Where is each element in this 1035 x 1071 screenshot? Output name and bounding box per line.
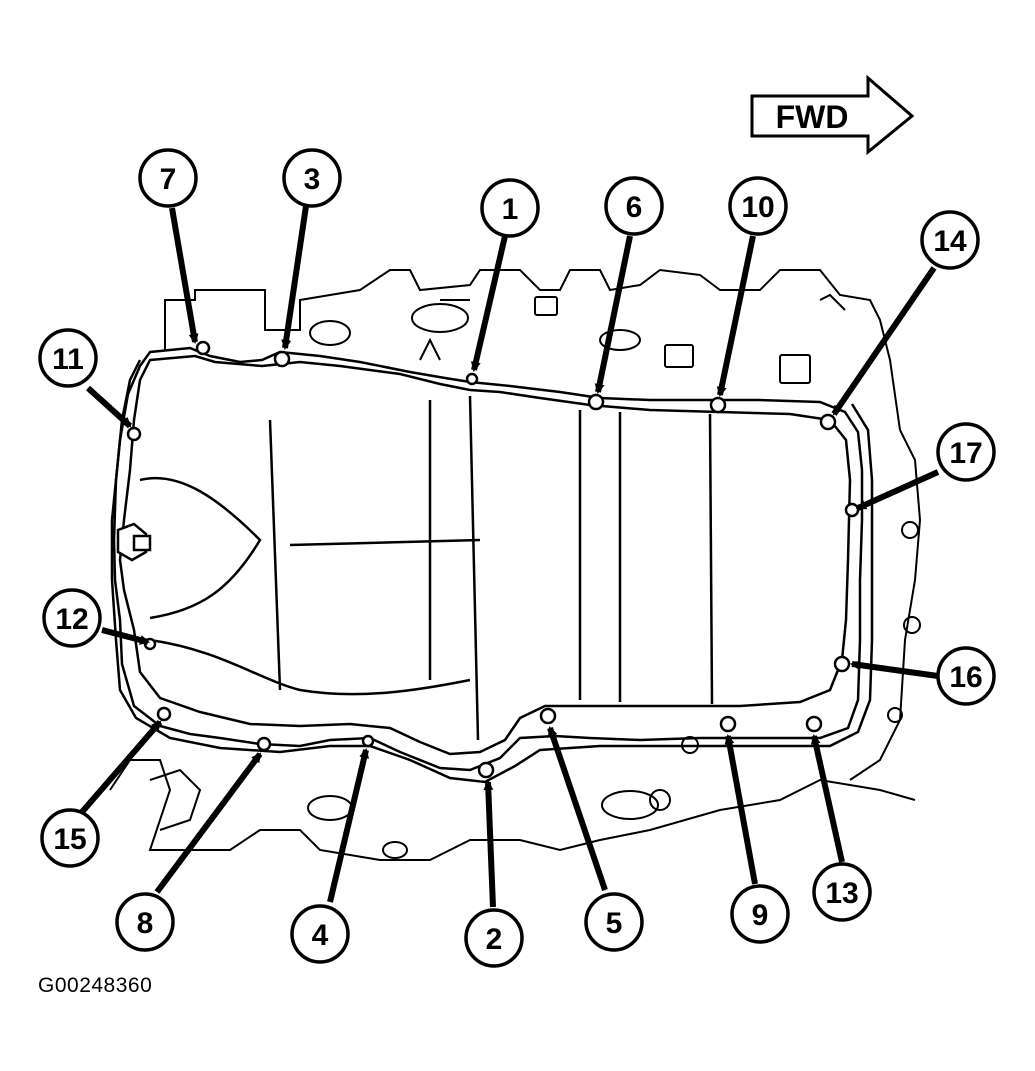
callout-label-15: 15 — [53, 823, 86, 856]
callout-circle-5 — [584, 892, 644, 952]
callout-label-3: 3 — [304, 163, 321, 196]
leader-8 — [154, 752, 263, 894]
callout-label-9: 9 — [752, 899, 769, 932]
leader-3 — [281, 205, 309, 350]
callout-label-17: 17 — [949, 437, 982, 470]
callout-circle-2 — [464, 908, 524, 968]
bolt-7 — [195, 340, 211, 356]
leader-9 — [724, 734, 758, 885]
bolt-8 — [256, 736, 272, 752]
callout-circle-1 — [480, 178, 540, 238]
callout-label-6: 6 — [626, 191, 643, 224]
callout-label-4: 4 — [312, 919, 329, 952]
callout-circles — [38, 148, 996, 968]
callout-circle-12 — [42, 588, 102, 648]
callout-label-10: 10 — [741, 191, 774, 224]
forward-direction-arrow: FWD — [750, 74, 915, 156]
engine-block — [109, 268, 922, 861]
bolt-2 — [477, 761, 495, 779]
callout-numbers: 1 2 3 4 5 6 7 8 9 10 11 12 13 14 15 16 1… — [52, 163, 983, 956]
callout-circle-10 — [728, 176, 788, 236]
callout-circle-3 — [282, 148, 342, 208]
bolt-11 — [126, 426, 142, 442]
callout-circle-15 — [40, 808, 100, 868]
bolt-15 — [156, 706, 172, 722]
leader-14 — [831, 266, 937, 416]
leader-1 — [470, 235, 508, 372]
callout-circle-9 — [730, 884, 790, 944]
callout-circle-14 — [920, 210, 980, 270]
leader-5 — [547, 726, 608, 891]
leader-17 — [856, 469, 940, 511]
oil-pan-flange — [110, 346, 874, 784]
leader-10 — [716, 235, 756, 397]
fwd-label: FWD — [776, 99, 849, 135]
callout-leaders — [79, 205, 940, 908]
leader-12 — [101, 627, 150, 645]
callout-label-1: 1 — [502, 193, 519, 226]
callout-label-12: 12 — [55, 603, 88, 636]
callout-label-5: 5 — [606, 907, 623, 940]
leader-6 — [594, 235, 633, 394]
drain-plug — [116, 522, 152, 562]
bolt-5 — [539, 707, 557, 725]
bolt-9 — [719, 715, 737, 733]
figure-id: G00248360 — [38, 974, 153, 997]
callout-circle-7 — [138, 148, 198, 208]
leader-13 — [810, 734, 845, 863]
callout-label-2: 2 — [486, 923, 503, 956]
callout-label-11: 11 — [52, 343, 84, 376]
bolt-3 — [273, 350, 291, 368]
leader-7 — [169, 207, 199, 344]
callout-label-13: 13 — [825, 877, 858, 910]
callout-circle-17 — [936, 422, 996, 482]
oil-pan-body — [118, 354, 852, 756]
callout-circle-6 — [604, 176, 664, 236]
bolt-4 — [361, 734, 375, 748]
leader-16 — [850, 660, 939, 679]
bolt-10 — [709, 396, 727, 414]
leader-4 — [327, 748, 370, 903]
bolt-6 — [587, 393, 605, 411]
leader-11 — [85, 385, 133, 429]
bolt-17 — [844, 502, 860, 518]
bolt-13 — [805, 715, 823, 733]
pan-bolts — [126, 340, 860, 779]
leader-15 — [79, 720, 163, 814]
callout-label-14: 14 — [933, 225, 967, 258]
callout-circle-11 — [38, 328, 98, 388]
callout-circle-8 — [115, 892, 175, 952]
callout-label-7: 7 — [160, 163, 177, 196]
callout-label-8: 8 — [137, 907, 154, 940]
bolt-1 — [465, 372, 479, 386]
leader-2 — [483, 780, 496, 908]
callout-circle-16 — [936, 646, 996, 706]
bolt-14 — [819, 413, 837, 431]
callout-circle-4 — [290, 904, 350, 964]
fwd-arrow-icon — [750, 74, 915, 156]
bolt-16 — [833, 655, 851, 673]
callout-circle-13 — [812, 862, 872, 922]
callout-label-16: 16 — [949, 661, 982, 694]
